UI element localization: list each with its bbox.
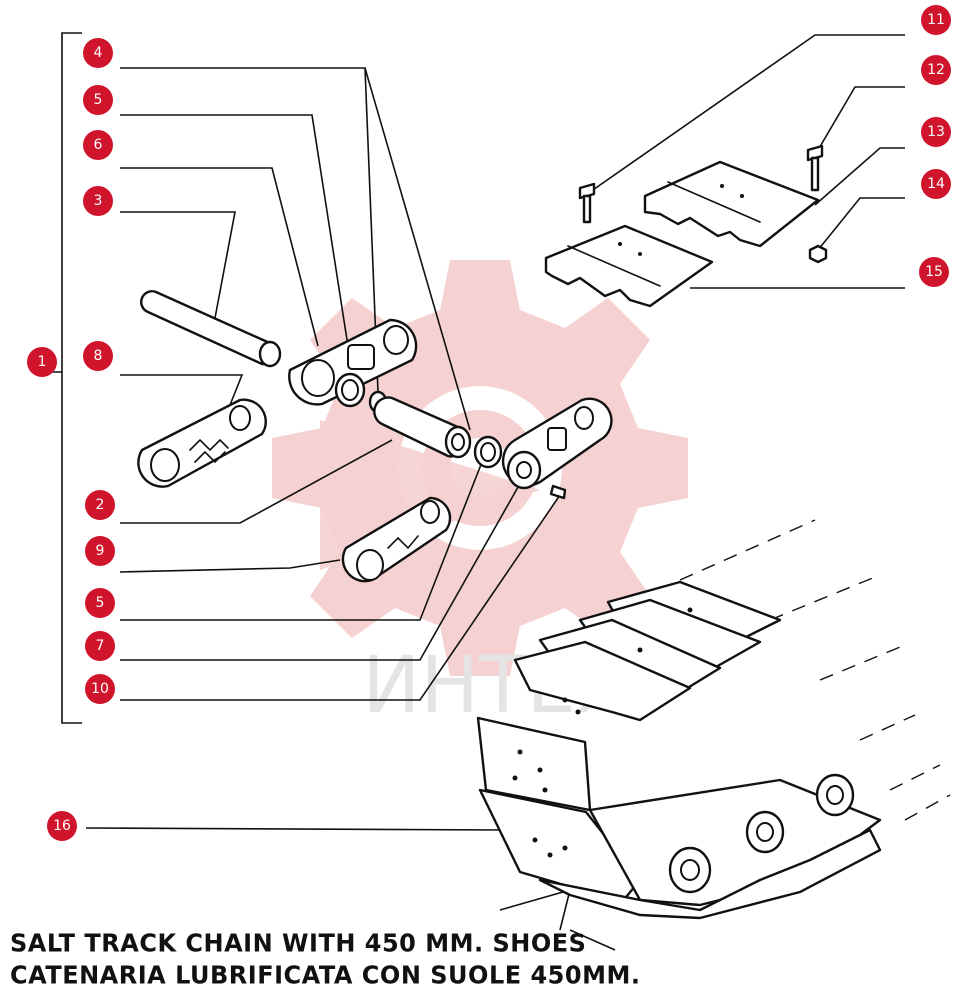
callout-circle	[921, 117, 951, 147]
shoe-bolt-12	[806, 144, 824, 192]
callout-circle	[83, 186, 113, 216]
leader-lines	[42, 34, 905, 951]
callout-circle	[921, 55, 951, 85]
callout-circle	[85, 588, 115, 618]
callout-label: 13	[927, 124, 945, 140]
callout-label: 11	[927, 12, 945, 28]
callout-c12: 12	[921, 55, 951, 85]
callout-circle	[27, 347, 57, 377]
callout-label: 7	[96, 638, 105, 654]
shoe-nut	[808, 244, 828, 264]
callout-circle	[83, 130, 113, 160]
track-pin	[140, 290, 282, 368]
seal-ring-right	[473, 435, 503, 469]
callout-circle	[83, 341, 113, 371]
callout-label: 4	[94, 45, 103, 61]
callout-c14: 14	[921, 169, 951, 199]
callout-c8: 8	[83, 341, 113, 371]
callout-circle	[47, 811, 77, 841]
callout-c6: 6	[83, 130, 113, 160]
callout-circle	[85, 674, 115, 704]
caption-italian: CATENARIA LUBRIFICATA CON SUOLE 450MM.	[10, 960, 641, 990]
callout-c1: 1	[27, 347, 57, 377]
track-shoe-lower	[544, 224, 714, 308]
callout-label: 14	[927, 176, 945, 192]
track-link-upper-left	[288, 318, 418, 406]
track-link-upper-right	[501, 397, 613, 490]
callout-label: 1	[38, 354, 47, 370]
assembly-bracket	[61, 32, 82, 724]
callout-c15: 15	[919, 257, 949, 287]
callout-label: 16	[53, 818, 71, 834]
callout-c7: 7	[85, 631, 115, 661]
track-shoe-upper	[643, 160, 820, 248]
callout-circle	[919, 257, 949, 287]
callout-label: 15	[925, 264, 943, 280]
callout-c5b: 5	[85, 588, 115, 618]
callout-circle	[921, 169, 951, 199]
callout-label: 10	[91, 681, 109, 697]
callout-c5a: 5	[83, 85, 113, 115]
caption-english: SALT TRACK CHAIN WITH 450 MM. SHOES	[10, 928, 587, 958]
assembled-track-chain	[476, 519, 951, 920]
callout-label: 9	[96, 543, 105, 559]
callout-circle	[85, 631, 115, 661]
callout-circle	[85, 490, 115, 520]
callout-c9: 9	[85, 536, 115, 566]
shoe-bolt-11	[578, 182, 596, 224]
callout-label: 3	[94, 193, 103, 209]
callout-label: 5	[94, 92, 103, 108]
callout-c16: 16	[47, 811, 77, 841]
master-link-left	[137, 398, 267, 488]
track-bushing	[373, 396, 472, 459]
callout-label: 2	[96, 497, 105, 513]
callout-circle	[85, 536, 115, 566]
callout-circle	[83, 85, 113, 115]
callout-circle	[921, 5, 951, 35]
callout-label: 12	[927, 62, 945, 78]
callout-c11: 11	[921, 5, 951, 35]
callout-circle	[83, 38, 113, 68]
callout-label: 8	[94, 348, 103, 364]
master-link-right	[341, 496, 452, 583]
callout-c13: 13	[921, 117, 951, 147]
callout-c10: 10	[85, 674, 115, 704]
callout-label: 6	[94, 137, 103, 153]
callout-c3: 3	[83, 186, 113, 216]
callout-c4: 4	[83, 38, 113, 68]
dowel-pin	[549, 484, 567, 500]
callout-c2: 2	[85, 490, 115, 520]
callout-label: 5	[96, 595, 105, 611]
